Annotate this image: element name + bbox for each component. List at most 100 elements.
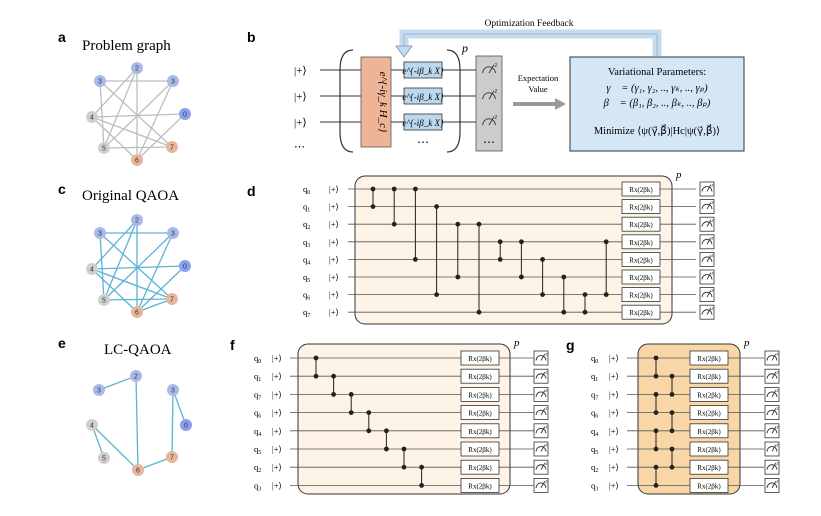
- cost-hamiltonian-label: e^{-iγ_k H_c}: [377, 72, 389, 133]
- qubit-label: q4: [591, 426, 598, 438]
- graph-node-label: 5: [102, 298, 106, 305]
- graph-node-n2: [130, 370, 142, 382]
- cz-control-dot: [653, 464, 659, 470]
- rx-gate-label: Rx(2βk): [697, 410, 721, 418]
- qubit-label: q7: [591, 389, 598, 401]
- measurement-meter-icon: z: [764, 423, 780, 439]
- graph-node-label: 2: [135, 218, 139, 225]
- qubit-label: q1: [303, 202, 310, 214]
- input-state-label: |+⟩: [329, 219, 339, 229]
- rx-gate: [621, 216, 661, 232]
- mixer-gate: [403, 61, 443, 79]
- cz-control-dot: [401, 446, 407, 452]
- cz-control-dot: [413, 257, 418, 262]
- svg-text:z: z: [545, 462, 548, 467]
- measurement-meter-icon: z: [699, 287, 715, 303]
- graph-node-label: 2: [134, 374, 138, 381]
- graph-node-n3_right: [167, 384, 179, 396]
- cz-control-dot: [476, 309, 482, 315]
- rx-gate-label: Rx(2βk): [697, 428, 721, 436]
- graph-edge: [136, 298, 173, 313]
- cz-control-dot: [653, 392, 659, 397]
- cz-control-dot: [653, 428, 659, 434]
- cz-control-dot: [391, 221, 397, 227]
- qubit-label: q3: [303, 237, 310, 249]
- graph-node-n3_left: [94, 75, 106, 87]
- repeat-p-label: p: [743, 337, 750, 349]
- graph-edge: [103, 298, 173, 301]
- feedback-arrow: [399, 29, 662, 56]
- graph-edge: [99, 80, 105, 149]
- svg-text:z: z: [711, 236, 714, 241]
- input-state-label: |+⟩: [272, 408, 282, 418]
- cz-control-dot: [582, 309, 588, 315]
- graph-node-label: 7: [170, 145, 174, 152]
- input-state-1: |+⟩: [294, 91, 307, 103]
- rx-gate: [621, 304, 661, 320]
- graph-node-n0: [180, 419, 192, 431]
- graph-node-n3_left: [94, 227, 106, 239]
- cz-control-dot: [669, 428, 675, 434]
- rx-gate: [621, 251, 661, 267]
- qubit-label: q1: [254, 371, 261, 383]
- svg-text:z: z: [711, 272, 714, 277]
- cz-control-dot: [370, 186, 376, 192]
- rx-gate: [460, 441, 500, 457]
- graph-node-n6: [131, 306, 143, 318]
- graph-node-label: 3: [98, 79, 102, 86]
- measurement-ellipsis: ⋯: [483, 135, 495, 149]
- expectation-label-1: Expectation: [518, 73, 559, 83]
- svg-text:z: z: [711, 307, 714, 312]
- graph-edge: [103, 80, 174, 149]
- rx-gate-label: Rx(2βk): [629, 239, 653, 247]
- cz-control-dot: [653, 446, 659, 452]
- measurement-meter-icon: z: [699, 269, 715, 285]
- svg-text:z: z: [776, 407, 779, 412]
- panel-letter-d: d: [247, 183, 256, 199]
- rx-gate-label: Rx(2βk): [468, 464, 492, 472]
- graph-node-n0: [179, 108, 191, 120]
- cz-control-dot: [331, 373, 336, 379]
- rx-gate: [621, 287, 661, 303]
- rx-gate: [460, 423, 500, 439]
- cz-control-dot: [413, 186, 418, 192]
- measurement-meter-icon: z: [764, 477, 780, 493]
- graph-node-n5: [98, 294, 110, 306]
- cz-control-dot: [366, 428, 372, 434]
- rx-gate-label: Rx(2βk): [697, 446, 721, 454]
- graph-edge: [91, 265, 186, 270]
- mixer-gate-label: e^{-iβ_k X}: [402, 118, 444, 128]
- graph-node-n5: [98, 142, 110, 154]
- measurement-meter-icon: z: [699, 216, 715, 232]
- cz-control-dot: [497, 257, 503, 262]
- repeat-p-b: p: [461, 41, 468, 55]
- input-state-label: |+⟩: [609, 408, 619, 418]
- input-state-label: |+⟩: [329, 202, 339, 212]
- graph-node-label: 4: [90, 267, 94, 274]
- left-paren: [339, 49, 354, 153]
- panel-letter-b: b: [247, 29, 256, 45]
- rx-gate-label: Rx(2βk): [629, 292, 653, 300]
- graph-edge: [103, 146, 173, 149]
- svg-text:z: z: [545, 480, 548, 485]
- svg-text:z: z: [545, 444, 548, 449]
- rx-gate-label: Rx(2βk): [697, 482, 721, 490]
- cz-control-dot: [348, 410, 354, 415]
- cz-control-dot: [434, 292, 439, 297]
- graph-node-n4: [86, 263, 98, 275]
- rx-gate: [460, 477, 500, 493]
- cz-control-dot: [669, 373, 675, 379]
- cz-control-dot: [519, 274, 524, 280]
- measurement-meter-icon: z: [764, 368, 780, 384]
- graph-edge: [91, 268, 173, 300]
- graph-edge: [98, 375, 137, 391]
- qubit-label: q7: [254, 389, 261, 401]
- panel-letter-f: f: [230, 337, 235, 353]
- input-state-label: |+⟩: [329, 272, 339, 282]
- graph-node-label: 3: [171, 231, 175, 238]
- measurement-meter-icon: z: [533, 350, 549, 366]
- measurement-meter-icon: z: [533, 405, 549, 421]
- graph-node-label: 3: [97, 388, 101, 395]
